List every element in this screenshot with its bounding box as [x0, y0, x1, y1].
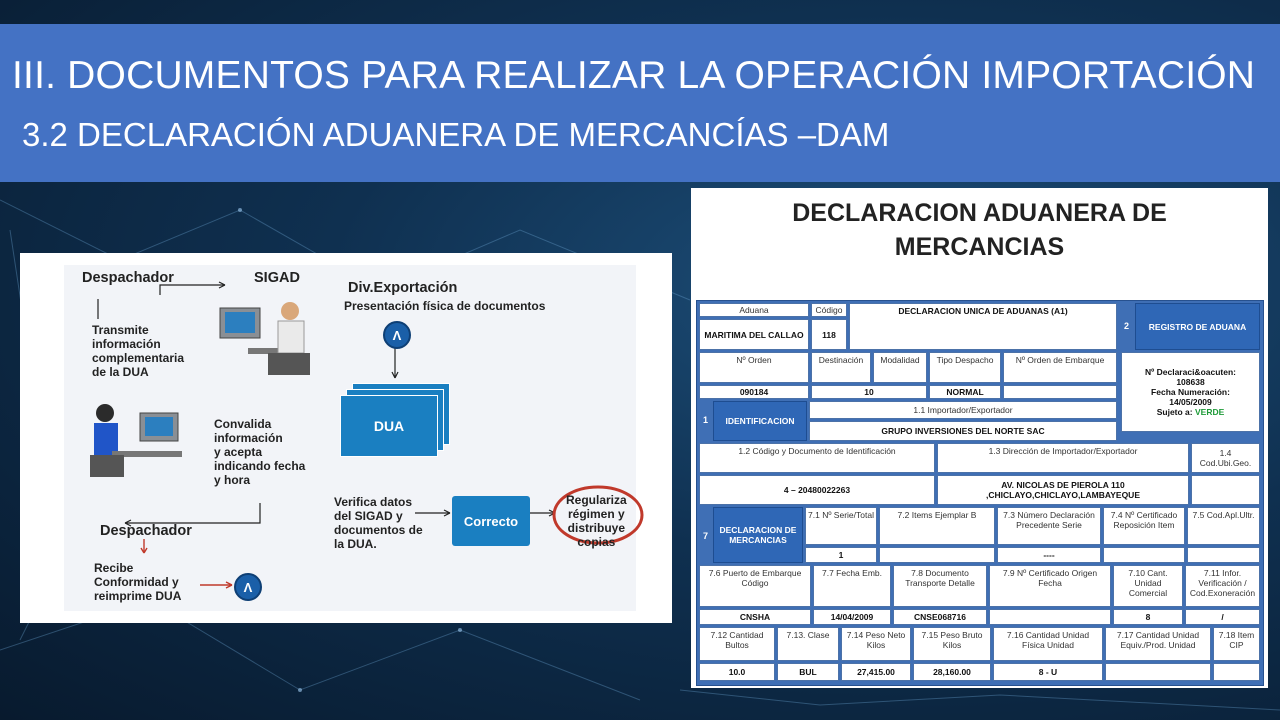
cell-tipo-h: Tipo Despacho — [929, 352, 1001, 383]
cell-7-16-h: 7.16 Cantidad Unidad Física Unidad — [993, 627, 1103, 661]
cell-codigo-h: Código — [811, 303, 847, 317]
cell-7-4-h: 7.4 Nº Certificado Reposición Item — [1103, 507, 1185, 545]
cell-7-3-h: 7.3 Número Declaración Precedente Serie — [997, 507, 1101, 545]
cell-7-2-h: 7.2 Items Ejemplar B — [879, 507, 995, 545]
cell-7-14-v: 27,415.00 — [841, 663, 911, 681]
flow-connectors — [90, 281, 644, 589]
cell-7-6-h: 7.6 Puerto de Embarque Código — [699, 565, 811, 607]
cell-7-15-v: 28,160.00 — [913, 663, 991, 681]
section-2-number: 2 — [1124, 321, 1130, 331]
section-1-number: 1 — [703, 415, 709, 425]
cell-identificacion: IDENTIFICACION — [713, 401, 807, 441]
page-subtitle: 3.2 DECLARACIÓN ADUANERA DE MERCANCÍAS –… — [22, 116, 890, 153]
cell-7-2-v — [879, 547, 995, 563]
cell-direccion-v: AV. NICOLAS DE PIEROLA 110 ,CHICLAYO,CHI… — [937, 475, 1189, 505]
cell-7-12-h: 7.12 Cantidad Bultos — [699, 627, 775, 661]
dam-form-document: DECLARACION ADUANERA DE MERCANCIAS Aduan… — [691, 188, 1268, 688]
cell-direccion-h: 1.3 Dirección de Importador/Exportador — [937, 443, 1189, 473]
page-title: III. DOCUMENTOS PARA REALIZAR LA OPERACI… — [12, 54, 1256, 97]
div-exportacion-label: Div.Exportación — [348, 280, 458, 296]
cell-codigo-doc-h: 1.2 Código y Documento de Identificación — [699, 443, 935, 473]
cell-ubigeo-h: 1.4 Cod.Ubi.Geo. — [1191, 443, 1260, 473]
cell-7-9-v — [989, 609, 1111, 625]
cell-dua-a1: DECLARACION UNICA DE ADUANAS (A1) — [849, 303, 1117, 350]
correcto-box: Correcto — [452, 496, 530, 546]
section-7-number: 7 — [703, 531, 709, 541]
cell-7-17-h: 7.17 Cantidad Unidad Equiv./Prod. Unidad — [1105, 627, 1211, 661]
cell-ubigeo-v — [1191, 475, 1260, 505]
cell-aduana-v: MARITIMA DEL CALLAO — [699, 319, 809, 350]
cell-embarque-v — [1003, 385, 1117, 399]
cell-7-1-h: 7.1 Nº Serie/Total — [805, 507, 877, 545]
cell-aduana-h: Aduana — [699, 303, 809, 317]
cell-registro-aduana: REGISTRO DE ADUANA — [1135, 303, 1260, 350]
cell-orden-v: 090184 — [699, 385, 809, 399]
cell-7-3-v: ---- — [997, 547, 1101, 563]
cell-7-10-v: 8 — [1113, 609, 1183, 625]
cell-7-7-h: 7.7 Fecha Emb. — [813, 565, 891, 607]
cell-7-5-h: 7.5 Cod.Apl.Ultr. — [1187, 507, 1260, 545]
cell-7-17-v — [1105, 663, 1211, 681]
cell-orden-h: Nº Orden — [699, 352, 809, 383]
cell-codigo-doc-v: 4 – 20480022263 — [699, 475, 935, 505]
presentacion-label: Presentación física de documentos — [344, 299, 546, 313]
cell-declaracion-mercancias: DECLARACION DE MERCANCIAS — [713, 507, 803, 563]
cell-7-15-h: 7.15 Peso Bruto Kilos — [913, 627, 991, 661]
document-title: DECLARACION ADUANERA DE MERCANCIAS — [792, 199, 1167, 261]
cell-7-8-h: 7.8 Documento Transporte Detalle — [893, 565, 987, 607]
cell-7-5-v — [1187, 547, 1260, 563]
title-banner: III. DOCUMENTOS PARA REALIZAR LA OPERACI… — [0, 24, 1280, 182]
cell-modalidad-h: Modalidad — [873, 352, 927, 383]
despachador-top-label: Despachador — [82, 270, 174, 286]
cell-7-4-v — [1103, 547, 1185, 563]
despachador-bottom-label: Despachador — [100, 523, 192, 539]
cell-7-1-v: 1 — [805, 547, 877, 563]
lambda-circle-icon: Λ — [234, 573, 262, 601]
sigad-label: SIGAD — [254, 270, 300, 286]
cell-destinacion-v: 10 — [811, 385, 927, 399]
cell-destinacion-h: Destinación — [811, 352, 871, 383]
operator-computer-icon — [219, 302, 310, 375]
cell-declaracion-info: Nº Declaraci&oacuten: 108638 Fecha Numer… — [1121, 352, 1260, 432]
cell-7-14-h: 7.14 Peso Neto Kilos — [841, 627, 911, 661]
cell-7-13-v: BUL — [777, 663, 839, 681]
cell-codigo-v: 118 — [811, 319, 847, 350]
cell-7-10-h: 7.10 Cant. Unidad Comercial — [1113, 565, 1183, 607]
cell-7-6-v: CNSHA — [699, 609, 811, 625]
cell-7-18-h: 7.18 Item CIP — [1213, 627, 1260, 661]
cell-7-9-h: 7.9 Nº Certificado Origen Fecha — [989, 565, 1111, 607]
cell-7-18-v — [1213, 663, 1260, 681]
cell-importador-h: 1.1 Importador/Exportador — [809, 401, 1117, 419]
cell-embarque-h: Nº Orden de Embarque — [1003, 352, 1117, 383]
cell-7-16-v: 8 - U — [993, 663, 1103, 681]
dua-document-stack: DUA — [340, 395, 438, 457]
cell-7-11-h: 7.11 Infor. Verificación / Cod.Exoneraci… — [1185, 565, 1260, 607]
cell-importador-v: GRUPO INVERSIONES DEL NORTE SAC — [809, 421, 1117, 441]
lambda-circle-icon: Λ — [383, 321, 411, 349]
cell-7-11-v: / — [1185, 609, 1260, 625]
cell-7-12-v: 10.0 — [699, 663, 775, 681]
dam-form-grid: Aduana Código DECLARACION UNICA DE ADUAN… — [696, 300, 1264, 686]
cell-7-7-v: 14/04/2009 — [813, 609, 891, 625]
clerk-computer-icon — [90, 404, 182, 477]
cell-7-8-v: CNSE068716 — [893, 609, 987, 625]
cell-tipo-v: NORMAL — [929, 385, 1001, 399]
verde-channel: VERDE — [1194, 407, 1225, 417]
cell-7-13-h: 7.13. Clase — [777, 627, 839, 661]
